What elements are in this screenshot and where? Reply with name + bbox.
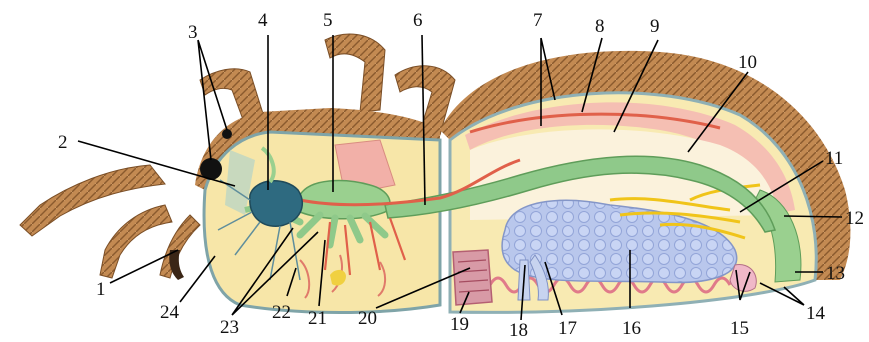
- label-7: 7: [533, 10, 543, 31]
- label-2: 2: [58, 132, 68, 153]
- label-20: 20: [358, 308, 377, 329]
- label-16: 16: [622, 318, 641, 339]
- label-18: 18: [509, 320, 528, 341]
- label-6: 6: [413, 10, 423, 31]
- book-lung: [453, 250, 492, 305]
- eye-posterior: [222, 129, 232, 139]
- brain-ganglion: [250, 181, 303, 226]
- back-leg-2: [325, 34, 385, 112]
- label-5: 5: [323, 10, 333, 31]
- label-4: 4: [258, 10, 268, 31]
- label-10: 10: [738, 52, 757, 73]
- label-23: 23: [220, 317, 239, 338]
- label-12: 12: [845, 208, 864, 229]
- label-15: 15: [730, 318, 749, 339]
- label-11: 11: [825, 148, 843, 169]
- label-24: 24: [160, 302, 180, 323]
- label-17: 17: [558, 318, 577, 339]
- label-3: 3: [188, 22, 198, 43]
- sucking-stomach: [300, 181, 390, 219]
- label-21: 21: [308, 308, 327, 329]
- label-9: 9: [650, 16, 660, 37]
- label-13: 13: [826, 263, 845, 284]
- fang: [169, 250, 184, 280]
- label-8: 8: [595, 16, 605, 37]
- label-14: 14: [806, 303, 826, 324]
- label-22: 22: [272, 302, 291, 323]
- label-1: 1: [96, 279, 106, 300]
- front-leg-lower: [100, 205, 172, 278]
- label-19: 19: [450, 314, 469, 335]
